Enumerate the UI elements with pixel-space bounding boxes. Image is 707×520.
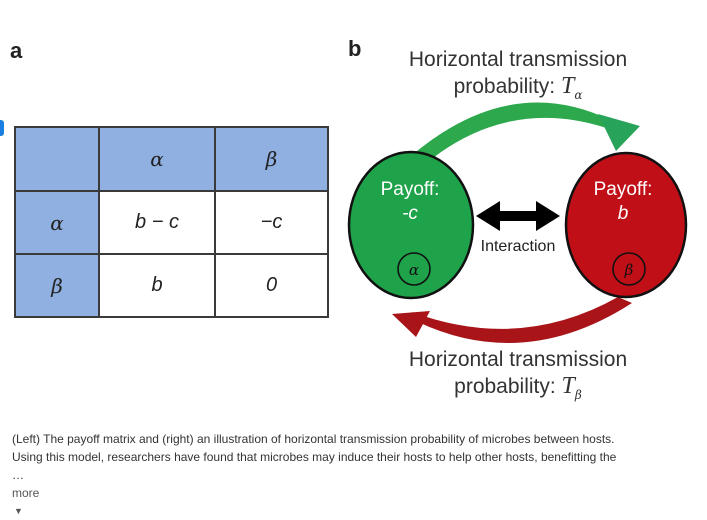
microbe-beta-icon xyxy=(612,252,646,286)
microbe-alpha-icon xyxy=(397,252,431,286)
row-header-beta: β xyxy=(14,253,100,318)
caption-ellipsis: … xyxy=(12,468,24,482)
payoff-beta: Payoff: b xyxy=(593,179,653,224)
row-header-alpha: α xyxy=(14,190,100,255)
cell-beta-beta: 0 xyxy=(214,253,329,318)
corner-cell xyxy=(14,126,100,192)
col-header-alpha: α xyxy=(98,126,216,192)
payoff-matrix: α β α b − c −c β b 0 xyxy=(14,126,329,318)
more-link[interactable]: more▼ xyxy=(12,484,692,520)
host-alpha xyxy=(347,150,475,300)
interaction-double-arrow-icon xyxy=(476,201,560,231)
cell-alpha-alpha: b − c xyxy=(98,190,216,255)
transmission-diagram: α β xyxy=(347,102,688,344)
microbe-alpha-label: α xyxy=(409,261,419,279)
bottom-transmission-arrow xyxy=(392,297,632,344)
caption-line-2: Using this model, researchers have found… xyxy=(12,450,617,464)
top-transmission-arrow xyxy=(411,102,640,165)
caption-line-1: (Left) The payoff matrix and (right) an … xyxy=(12,432,615,446)
panel-label-a: a xyxy=(10,38,23,63)
caret-down-icon: ▼ xyxy=(14,506,23,516)
cell-alpha-beta: −c xyxy=(214,190,329,255)
host-beta xyxy=(564,151,688,299)
figure-caption: (Left) The payoff matrix and (right) an … xyxy=(12,430,692,520)
bottom-transmission-label: Horizontal transmission probability: Tβ xyxy=(408,348,628,402)
interaction-label: Interaction xyxy=(480,238,556,255)
panel-label-b: b xyxy=(348,36,362,61)
microbe-beta-label: β xyxy=(624,261,634,279)
top-transmission-label: Horizontal transmission probability: Tα xyxy=(408,48,628,102)
payoff-alpha: Payoff: -c xyxy=(380,179,440,224)
col-header-beta: β xyxy=(214,126,329,192)
cell-beta-alpha: b xyxy=(98,253,216,318)
edge-marker xyxy=(0,120,4,136)
